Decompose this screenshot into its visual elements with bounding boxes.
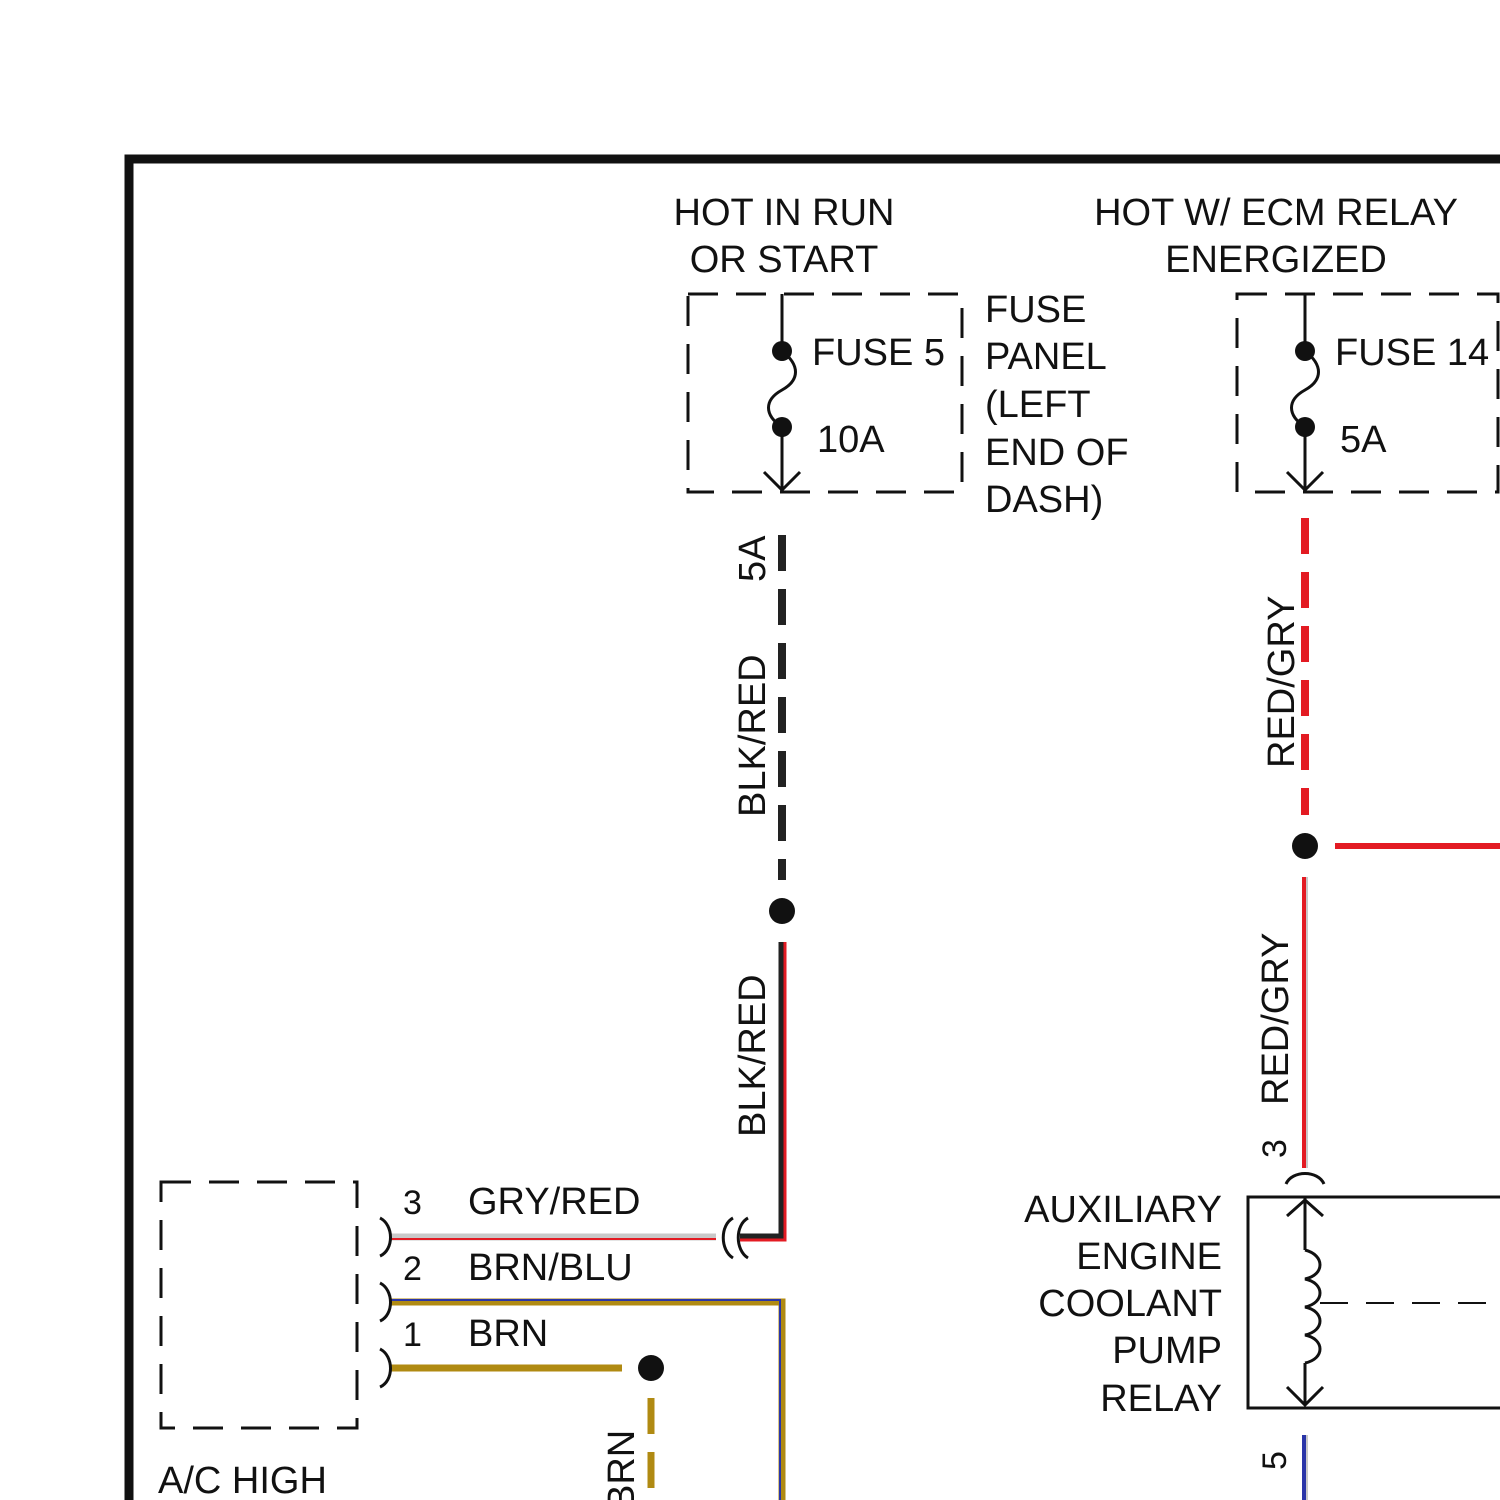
relay-coil-symbol xyxy=(1287,1197,1500,1405)
splice-brn xyxy=(638,1355,664,1381)
relay-label-5: RELAY xyxy=(1100,1378,1222,1420)
ac-pin-2-wire: BRN/BLU xyxy=(468,1247,633,1289)
fuse-14-rating: 5A xyxy=(1340,419,1387,461)
fuse-panel-label-2: PANEL xyxy=(985,336,1107,378)
brn-blu-wire xyxy=(390,1302,782,1500)
red-gry-lower-label: RED/GRY xyxy=(1255,933,1297,1105)
fuse-5-symbol xyxy=(764,294,800,490)
ac-pin-1-number: 1 xyxy=(403,1316,422,1354)
relay-label-3: COOLANT xyxy=(1038,1283,1222,1325)
ac-pin-3-wire: GRY/RED xyxy=(468,1181,640,1223)
relay-label-1: AUXILIARY xyxy=(1024,1189,1222,1231)
fuse-panel-box-left xyxy=(688,294,962,492)
ac-high-component-box xyxy=(161,1182,357,1428)
red-gry-upper-label: RED/GRY xyxy=(1261,596,1303,768)
fuse-panel-box-right xyxy=(1237,294,1498,492)
splice-red-gry xyxy=(1292,833,1318,859)
splice-blk-red xyxy=(769,898,795,924)
relay-pin-3-connector xyxy=(1286,1174,1324,1185)
relay-label-2: ENGINE xyxy=(1076,1236,1222,1278)
relay-label-4: PUMP xyxy=(1112,1330,1222,1372)
ac-pin-3-number: 3 xyxy=(403,1184,422,1222)
ac-pin-1-wire: BRN xyxy=(468,1313,548,1355)
ac-high-label: A/C HIGH xyxy=(158,1460,327,1500)
ac-connector-pins xyxy=(380,1218,391,1387)
hot-w-ecm-relay-label: HOT W/ ECM RELAY xyxy=(1094,192,1458,234)
fuse-panel-label-1: FUSE xyxy=(985,289,1086,331)
relay-pin-3-number: 3 xyxy=(1256,1139,1294,1158)
blk-red-upper-label: BLK/RED xyxy=(732,654,774,817)
energized-label: ENERGIZED xyxy=(1165,239,1387,281)
fuse-panel-label-5: DASH) xyxy=(985,479,1103,521)
fuse-14-symbol xyxy=(1287,294,1323,490)
fuse-5-terminal-top xyxy=(772,341,792,361)
hot-in-run-label: HOT IN RUN xyxy=(674,192,895,234)
fuse-5-terminal-bottom xyxy=(772,417,792,437)
blk-red-lower-label: BLK/RED xyxy=(732,974,774,1137)
fuse-14-terminal-bottom xyxy=(1295,417,1315,437)
fuse-panel-label-3: (LEFT xyxy=(985,384,1091,426)
fuse-panel-label-4: END OF xyxy=(985,432,1129,474)
fuse-5-rating: 10A xyxy=(817,419,885,461)
fuse-5-name: FUSE 5 xyxy=(812,332,945,374)
fuse-5-circuit-label: 5A xyxy=(732,535,774,582)
brn-blu-stripe xyxy=(390,1300,780,1500)
or-start-label: OR START xyxy=(690,239,879,281)
relay-pin-5-number: 5 xyxy=(1256,1451,1294,1470)
brn-vertical-label: BRN xyxy=(601,1430,643,1500)
ac-pin-2-number: 2 xyxy=(403,1250,422,1288)
fuse-14-terminal-top xyxy=(1295,341,1315,361)
fuse-14-name: FUSE 14 xyxy=(1335,332,1489,374)
